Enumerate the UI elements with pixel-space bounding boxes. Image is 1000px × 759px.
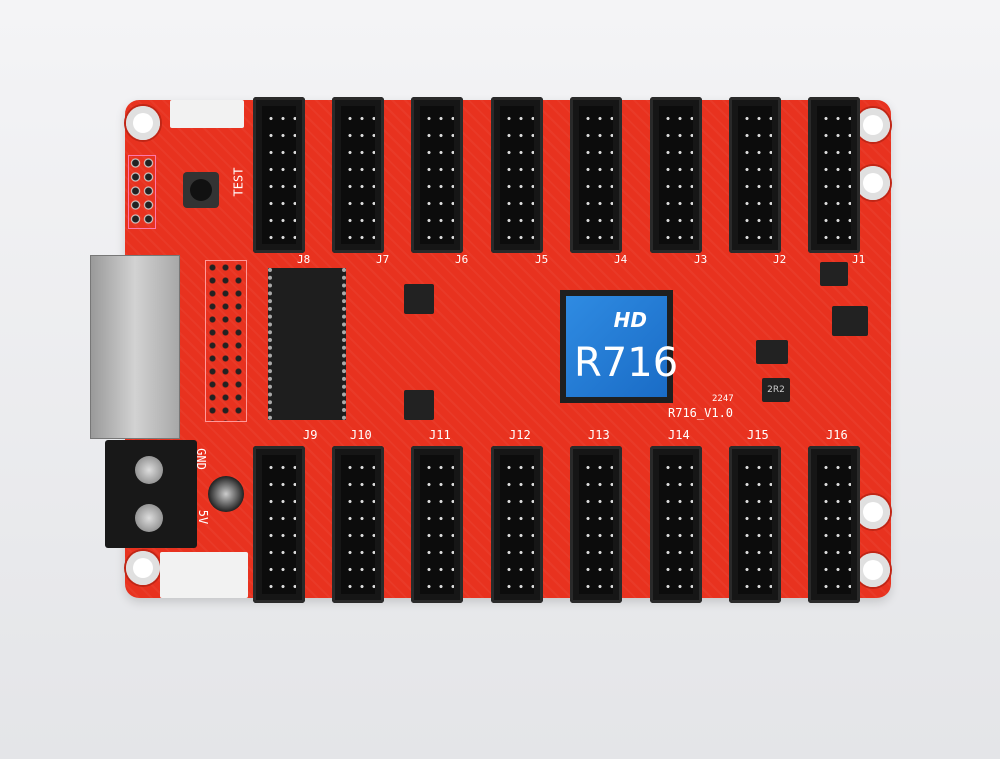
connector-j2[interactable]: [729, 97, 781, 253]
small-ic: [832, 306, 868, 336]
connector-j16[interactable]: [808, 446, 860, 603]
connector-j7[interactable]: [332, 97, 384, 253]
mounting-hole: [856, 495, 890, 529]
connector-j6[interactable]: [411, 97, 463, 253]
pin-array: [205, 260, 247, 422]
connector-label: J1: [852, 253, 866, 266]
white-header-top: [170, 100, 244, 128]
connector-j3[interactable]: [650, 97, 702, 253]
connector-j14[interactable]: [650, 446, 702, 603]
jtag-header: [128, 155, 156, 229]
connector-label: J5: [535, 253, 549, 266]
connector-j13[interactable]: [570, 446, 622, 603]
connector-j12[interactable]: [491, 446, 543, 603]
test-label: TEST: [231, 167, 246, 197]
connector-label: J8: [297, 253, 311, 266]
power-terminal[interactable]: [105, 440, 197, 548]
connector-j1[interactable]: [808, 97, 860, 253]
connector-label: J10: [350, 428, 372, 442]
connector-label: J3: [694, 253, 708, 266]
regulator: [756, 340, 788, 364]
mounting-hole: [856, 553, 890, 587]
main-processor: HD R716: [560, 290, 678, 403]
white-header-bottom: [160, 552, 248, 598]
connector-label: J15: [747, 428, 769, 442]
connector-label: J11: [429, 428, 451, 442]
gnd-label: GND: [193, 448, 208, 470]
ic-chip: [268, 268, 346, 420]
connector-label: J4: [614, 253, 628, 266]
small-ic: [404, 284, 434, 314]
connector-label: J9: [303, 428, 318, 442]
test-button[interactable]: [183, 172, 219, 208]
connector-j9[interactable]: [253, 446, 305, 603]
connector-label: J2: [773, 253, 787, 266]
chip-logo: HD: [613, 308, 647, 332]
5v-label: 5V: [196, 509, 211, 525]
connector-label: J14: [668, 428, 690, 442]
capacitor: [208, 476, 244, 512]
ethernet-port[interactable]: [90, 255, 180, 439]
mounting-hole: [126, 551, 160, 585]
connector-j11[interactable]: [411, 446, 463, 603]
connector-label: J16: [826, 428, 848, 442]
connector-label: J13: [588, 428, 610, 442]
version-label: R716_V1.0: [668, 406, 734, 420]
connector-j4[interactable]: [570, 97, 622, 253]
connector-label: J6: [455, 253, 469, 266]
connector-label: J12: [509, 428, 531, 442]
small-ic: [404, 390, 434, 420]
connector-label: J7: [376, 253, 390, 266]
date-code: 2247: [712, 394, 734, 404]
mounting-hole: [126, 106, 160, 140]
connector-j15[interactable]: [729, 446, 781, 603]
connector-j10[interactable]: [332, 446, 384, 603]
small-ic: [820, 262, 848, 286]
mounting-hole: [856, 108, 890, 142]
chip-model: R716: [574, 340, 679, 386]
connector-j5[interactable]: [491, 97, 543, 253]
inductor: 2R2: [762, 378, 790, 402]
connector-j8[interactable]: [253, 97, 305, 253]
mounting-hole: [856, 166, 890, 200]
